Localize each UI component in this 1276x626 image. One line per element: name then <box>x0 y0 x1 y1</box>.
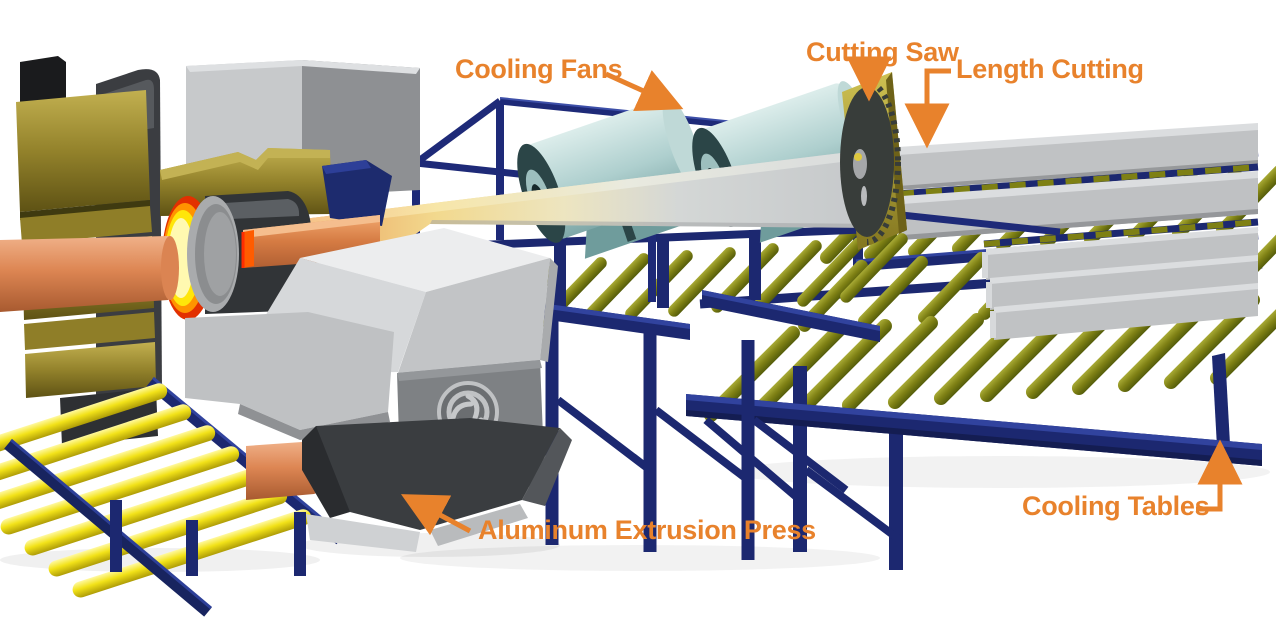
extrusion-press-arrow <box>400 494 472 536</box>
die-collar <box>187 196 239 312</box>
run-out-table <box>454 224 911 560</box>
label-cooling-fans: Cooling Fans <box>455 54 623 84</box>
billet <box>0 236 179 312</box>
label-cooling-tables: Cooling Tables <box>1022 491 1210 521</box>
label-length-cutting: Length Cutting <box>956 54 1144 84</box>
cooling-table-2 <box>686 229 1276 570</box>
profile-stack-2 <box>982 218 1259 340</box>
saw-blade <box>840 87 894 237</box>
cooling-fans-arrow <box>604 70 684 112</box>
annotation-arrows <box>400 56 1243 536</box>
billet-loading-table <box>0 376 344 617</box>
cutting-saw <box>840 72 907 250</box>
length-cutting-arrow <box>904 68 951 149</box>
profile-stack-1 <box>894 123 1259 240</box>
extruded-profile <box>246 148 882 262</box>
label-aluminum-extrusion-press: Aluminum Extrusion Press <box>478 515 816 545</box>
cooling-tables-arrow <box>1196 439 1243 512</box>
saw-teeth <box>867 79 901 245</box>
label-cutting-saw: Cutting Saw <box>806 37 959 67</box>
press-base <box>302 418 572 552</box>
